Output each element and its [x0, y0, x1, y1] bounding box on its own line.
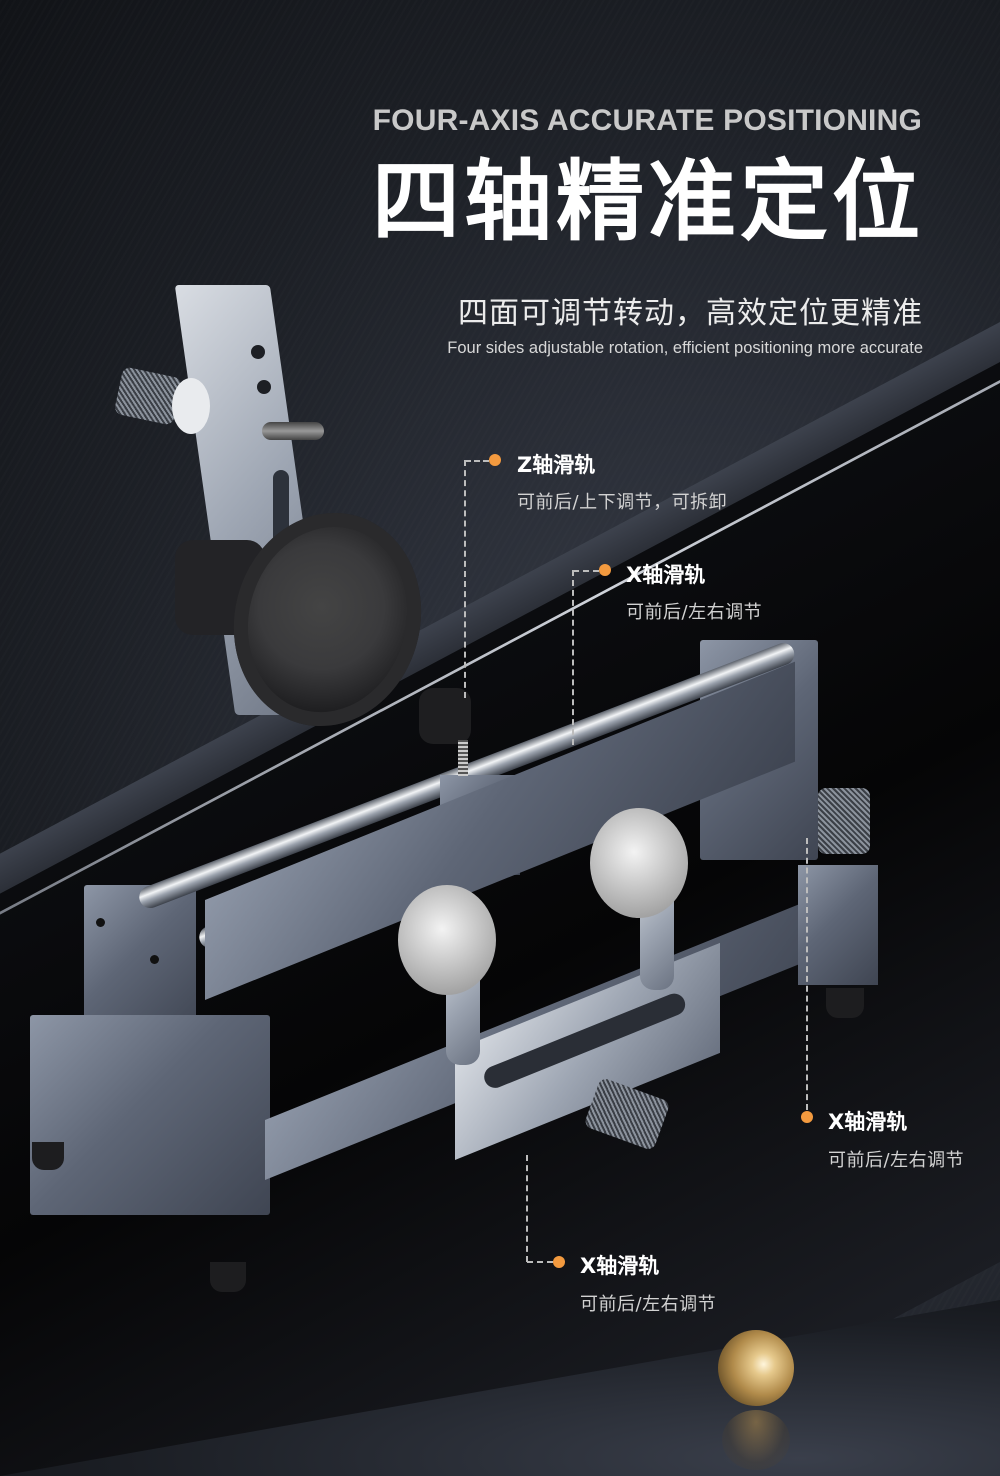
callout-x2-dot [801, 1111, 813, 1123]
callout-x1-desc: 可前后/左右调节 [626, 602, 763, 623]
left-end-block [84, 885, 196, 1035]
subtitle-english: Four sides adjustable rotation, efficien… [447, 339, 923, 357]
knurled-knob-icon [583, 1076, 671, 1152]
front-slide-plate [455, 942, 720, 1160]
black-thumb-knob [419, 688, 471, 744]
gold-ball-reflection [722, 1410, 790, 1470]
callout-x3-title: X轴滑轨 [580, 1254, 660, 1278]
rubber-foot [32, 1142, 64, 1170]
callout-x2-desc: 可前后/左右调节 [828, 1150, 965, 1171]
rubber-foot [826, 988, 864, 1018]
threaded-pin [262, 422, 324, 440]
threaded-screw [458, 740, 468, 776]
arm-hole [251, 345, 265, 359]
callout-z-leader-v [464, 460, 466, 698]
callout-z-title: Z轴滑轨 [517, 453, 596, 477]
callout-x3-leader-h [527, 1261, 553, 1263]
arm-hole [257, 380, 271, 394]
gold-ball-icon [718, 1330, 794, 1406]
knurled-knob-icon [818, 788, 870, 854]
callout-x1-dot [599, 564, 611, 576]
subtitle-chinese: 四面可调节转动，高效定位更精准 [458, 296, 923, 331]
right-base-block [798, 865, 878, 985]
screw-hole [150, 955, 159, 964]
callout-z-dot [489, 454, 501, 466]
callout-x3-leader-v [526, 1155, 528, 1262]
callout-x3-dot [553, 1256, 565, 1268]
callout-x3-desc: 可前后/左右调节 [580, 1294, 717, 1315]
base-frame [30, 1015, 270, 1215]
screw-hole [96, 918, 105, 927]
callout-z-leader-h [465, 460, 489, 462]
knob-washer [172, 378, 210, 434]
suction-disc-icon [398, 885, 496, 995]
suction-disc-icon [590, 808, 688, 918]
callout-z-desc: 可前后/上下调节，可拆卸 [517, 492, 728, 513]
rubber-foot [210, 1262, 246, 1292]
callout-x1-leader-h [573, 570, 599, 572]
callout-x2-leader-v [806, 838, 808, 1110]
callout-x2-title: X轴滑轨 [828, 1110, 908, 1134]
callout-x1-leader-v [572, 570, 574, 745]
callout-x1-title: X轴滑轨 [626, 563, 706, 587]
headline-english: FOUR-AXIS ACCURATE POSITIONING [372, 104, 922, 137]
headline-chinese: 四轴精准定位 [371, 150, 924, 253]
